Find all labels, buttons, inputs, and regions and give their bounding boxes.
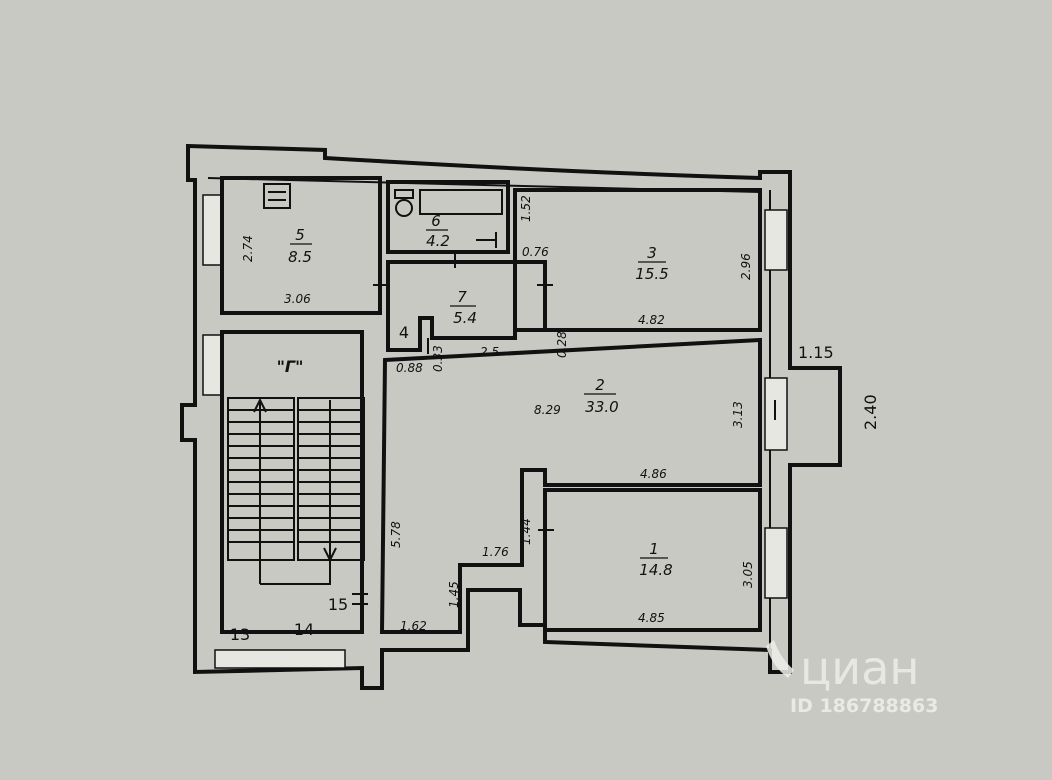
dim-3.05: 3.05 [741,561,755,588]
bathtub-icon [419,189,503,215]
room-5-walls [220,176,382,315]
dim-4.86: 4.86 [640,467,667,481]
room-2-number: 2 [595,376,605,394]
window-room3 [764,209,788,271]
fixtures [263,183,503,248]
dim-0.76: 0.76 [522,245,549,259]
dim-3.06: 3.06 [284,292,311,306]
dim-1.15: 1.15 [798,343,834,362]
room-14-number: 14 [294,620,314,639]
dim-1.62: 1.62 [400,619,427,633]
watermark-id: ID 186788863 [790,695,938,717]
window-stair [202,334,222,396]
dim-1.52: 1.52 [519,195,533,222]
room-1-number: 1 [649,540,659,558]
stair-label: "Г" [277,357,304,376]
dim-1.44: 1.44 [519,518,533,545]
room-1-area: 14.8 [639,561,672,579]
dim-4.82: 4.82 [638,313,665,327]
room-5-number: 5 [295,226,305,244]
toilet-icon [395,199,413,217]
stair-up-arrow [253,397,267,584]
room-7-area: 5.4 [453,309,477,327]
dim-0.33: 0.33 [431,345,445,372]
dim-0.88: 0.88 [396,361,423,375]
watermark-brand: циан [800,641,919,695]
dimension-labels: 2.74 3.06 1.52 0.76 2.96 4.82 0.33 2.5 0… [241,195,880,633]
watermark: циан ID 186788863 [766,640,938,717]
room-3-number: 3 [647,244,657,262]
room-labels: 5 8.5 6 4.2 3 15.5 7 5.4 2 33.0 1 14.8 4… [230,212,673,644]
room-2-walls [379,337,762,634]
window-room1 [764,527,788,599]
interior-walls [220,176,762,634]
room-2-area: 33.0 [585,398,618,416]
dim-5.78: 5.78 [389,521,403,548]
room-7-walls [386,260,547,352]
room-3-area: 15.5 [635,265,668,283]
room-5-area: 8.5 [288,248,312,266]
room-6-walls [386,180,510,254]
dim-0.28: 0.28 [555,331,569,358]
dim-4.85: 4.85 [638,611,665,625]
room-6-area: 4.2 [426,232,450,250]
room-1-walls [543,488,762,632]
window-room5 [202,194,222,266]
room-15-number: 15 [328,595,348,614]
stove-icon [263,183,291,209]
room-13-number: 13 [230,625,250,644]
dim-2.96: 2.96 [739,253,753,280]
window-bottom [214,649,346,669]
dim-3.13: 3.13 [731,401,745,428]
staircase [227,397,365,585]
dim-1.45: 1.45 [447,581,461,608]
watermark-logo-icon [766,640,794,678]
dim-2.74: 2.74 [241,235,255,262]
dim-8.29: 8.29 [534,403,561,417]
dim-2.40: 2.40 [861,394,880,430]
room-7-number: 7 [457,288,467,306]
dim-1.76: 1.76 [482,545,509,559]
dim-2.5: 2.5 [480,345,499,359]
door-marks [352,252,776,605]
room-4-number: 4 [399,323,409,342]
room-6-number: 6 [431,212,441,230]
